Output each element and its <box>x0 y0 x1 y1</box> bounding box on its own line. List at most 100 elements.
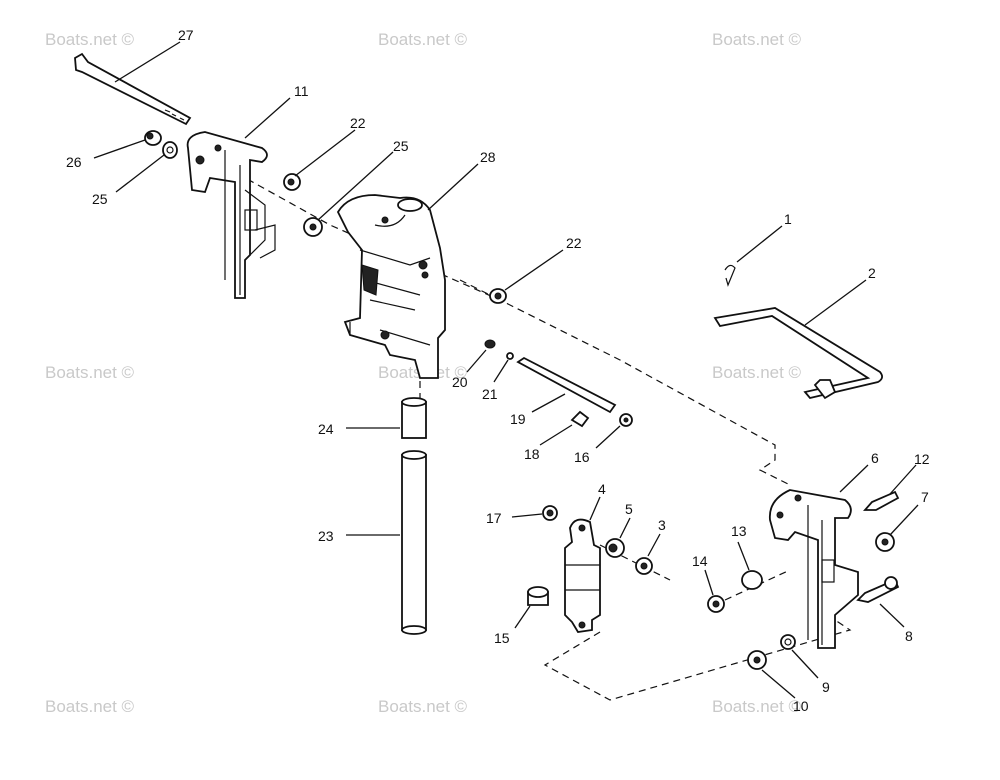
callout-21: 21 <box>482 386 498 402</box>
nut-icon <box>707 595 725 613</box>
callout-13: 13 <box>731 523 747 539</box>
leader-28 <box>427 163 479 211</box>
callout-25b: 25 <box>92 191 108 207</box>
leader-17 <box>511 513 543 518</box>
bolt-icon <box>863 490 900 511</box>
callout-18: 18 <box>524 446 540 462</box>
bolt-icon <box>856 576 900 603</box>
watermark: Boats.net © <box>378 30 468 49</box>
bolt-icon <box>74 52 192 126</box>
leader-8 <box>879 603 905 628</box>
callout-6: 6 <box>871 450 879 466</box>
tube-icon <box>401 397 427 439</box>
callout-2: 2 <box>868 265 876 281</box>
leader-10 <box>761 669 796 699</box>
callout-9: 9 <box>822 679 830 695</box>
cylinder-icon <box>564 518 601 633</box>
leader-14 <box>704 569 714 596</box>
callout-28: 28 <box>480 149 496 165</box>
nut-icon <box>747 650 767 670</box>
leader-15 <box>514 605 531 629</box>
nut-icon <box>144 130 162 146</box>
leader-11 <box>244 97 291 139</box>
pin-icon <box>484 339 496 349</box>
leader-1 <box>736 225 783 263</box>
leader-25b <box>115 154 165 193</box>
leader-21 <box>493 359 509 383</box>
callout-26: 26 <box>66 154 82 170</box>
callout-15: 15 <box>494 630 510 646</box>
leader-7 <box>889 504 919 536</box>
nut-icon <box>635 557 653 575</box>
leader-19 <box>531 393 566 413</box>
callout-labels: 27 11 22 25 28 26 25 22 1 2 20 21 19 18 … <box>66 27 930 714</box>
leader-13 <box>737 541 750 571</box>
callout-4: 4 <box>598 481 606 497</box>
callout-3: 3 <box>658 517 666 533</box>
callout-8: 8 <box>905 628 913 644</box>
callout-23: 23 <box>318 528 334 544</box>
nut-icon <box>875 532 895 552</box>
callout-19: 19 <box>510 411 526 427</box>
callout-11: 11 <box>294 83 309 99</box>
leader-3 <box>647 533 661 557</box>
leader-2 <box>804 279 867 326</box>
leader-22 <box>294 129 356 177</box>
watermark: Boats.net © <box>712 363 802 382</box>
callout-22: 22 <box>350 115 366 131</box>
bracket-icon <box>336 194 446 379</box>
washer-icon <box>162 141 178 159</box>
callout-5: 5 <box>625 501 633 517</box>
callout-14: 14 <box>692 553 708 569</box>
leader-20 <box>466 349 487 373</box>
pin-icon <box>506 352 514 360</box>
watermark: Boats.net © <box>378 697 468 716</box>
watermark: Boats.net © <box>45 697 135 716</box>
leader-22b <box>504 249 564 291</box>
washer-icon <box>489 288 507 304</box>
callout-1: 1 <box>784 211 792 227</box>
leader-lines <box>93 41 919 699</box>
centerline-lower <box>543 609 852 701</box>
callout-27: 27 <box>178 27 194 43</box>
washer-icon <box>303 217 323 237</box>
washer-icon <box>527 586 549 606</box>
bracket-icon <box>186 131 276 299</box>
callout-12: 12 <box>914 451 930 467</box>
bracket-icon <box>768 489 859 649</box>
pin-icon <box>724 264 736 287</box>
washer-icon <box>605 538 625 558</box>
leader-4 <box>589 496 601 521</box>
washer-icon <box>283 173 301 191</box>
nut-icon <box>619 413 633 427</box>
watermark: Boats.net © <box>712 30 802 49</box>
callout-22b: 22 <box>566 235 582 251</box>
centerline-upper <box>194 149 791 486</box>
watermark: Boats.net © <box>45 30 135 49</box>
callout-20: 20 <box>452 374 468 390</box>
leader-6 <box>839 464 869 493</box>
washer-icon <box>741 570 763 590</box>
leader-5 <box>619 517 631 539</box>
callout-10: 10 <box>793 698 809 714</box>
leader-27 <box>114 41 181 83</box>
callout-25: 25 <box>393 138 409 154</box>
pin-icon <box>713 307 883 400</box>
leader-26 <box>93 139 146 159</box>
leader-18 <box>539 424 573 446</box>
watermark: Boats.net © <box>45 363 135 382</box>
washer-icon <box>780 634 796 650</box>
nut-icon <box>542 505 558 521</box>
pin-icon <box>516 356 617 414</box>
pin-icon <box>570 410 590 428</box>
tube-icon <box>401 450 427 635</box>
callout-24: 24 <box>318 421 334 437</box>
watermark: Boats.net © <box>712 697 802 716</box>
callout-16: 16 <box>574 449 590 465</box>
callout-17: 17 <box>486 510 502 526</box>
leader-16 <box>595 425 621 449</box>
callout-7: 7 <box>921 489 929 505</box>
watermark-layer: Boats.net © Boats.net © Boats.net © Boat… <box>45 30 802 716</box>
